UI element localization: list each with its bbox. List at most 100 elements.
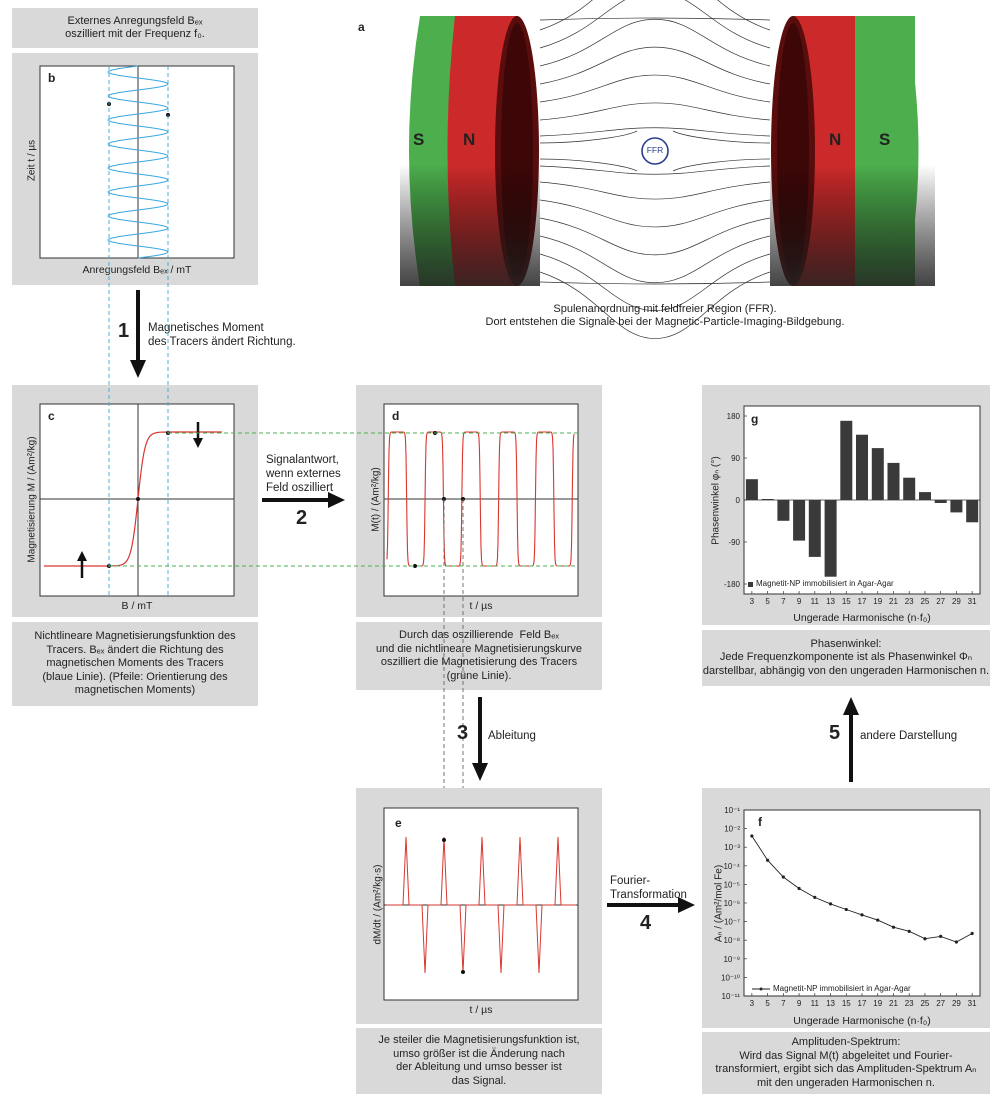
arrow-2-number: 2: [296, 507, 308, 529]
f-data-point: [939, 934, 943, 939]
pole-left-inner: N: [463, 130, 476, 149]
field-line: [539, 253, 771, 312]
field-line: [539, 0, 771, 31]
ffr-label: FFR: [646, 145, 664, 155]
g-xtick-label: 29: [952, 597, 961, 606]
pole-right-inner: N: [829, 130, 842, 149]
arrow-3-label: Ableitung: [488, 730, 536, 742]
f-data-point: [797, 886, 801, 891]
f-data-point: [781, 875, 785, 879]
f-ytick-label: 10⁻²: [724, 825, 740, 834]
g-bar: [950, 500, 963, 513]
field-line: [539, 18, 771, 67]
field-line: [672, 130, 771, 144]
field-line: [539, 165, 771, 175]
g-bar: [903, 477, 916, 500]
f-data-point: [766, 858, 770, 862]
arrow-4-label: Fourier- Transformation: [610, 875, 687, 901]
caption-excitation: Externes Anregungsfeld Bₑₓ oszilliert mi…: [12, 8, 258, 48]
g-xtick-label: 31: [968, 597, 977, 606]
g-xtick-label: 11: [811, 597, 820, 606]
g-ytick-label: -90: [728, 538, 740, 547]
f-xtick-label: 19: [873, 999, 882, 1008]
f-xtick-label: 23: [905, 999, 914, 1008]
f-xtick-label: 21: [889, 999, 898, 1008]
g-bar: [777, 500, 790, 521]
g-xtick-label: 23: [905, 597, 914, 606]
caption-a: Spulenanordnung mit feldfreier Region (F…: [485, 302, 845, 329]
panel-g-xlabel: Ungerade Harmonische (n·f₀): [793, 612, 931, 624]
f-ytick-label: 10⁻⁸: [724, 936, 741, 945]
field-line: [539, 17, 771, 21]
field-line: [539, 271, 771, 339]
panel-f-letter: f: [758, 815, 762, 829]
f-ytick-label: 10⁻⁵: [724, 880, 740, 889]
field-line: [539, 130, 638, 144]
f-ytick-label: 10⁻⁴: [723, 862, 740, 871]
g-xtick-label: 3: [750, 597, 755, 606]
caption-c: Nichtlineare Magnetisierungsfunktion des…: [12, 622, 258, 706]
caption-d: Durch das oszillierende Feld Bₑₓ und die…: [356, 622, 602, 690]
g-xtick-label: 5: [765, 597, 770, 606]
g-xtick-label: 9: [797, 597, 802, 606]
g-bar: [761, 499, 774, 500]
g-bar: [871, 448, 884, 500]
g-ytick-label: -180: [724, 580, 741, 589]
g-xtick-label: 25: [920, 597, 929, 606]
panel-a-letter: a: [358, 20, 365, 34]
panel-b-xlabel: Anregungsfeld Bₑₓ / mT: [82, 264, 192, 276]
f-ytick-label: 10⁻⁹: [723, 955, 740, 964]
f-data-point: [828, 902, 833, 906]
f-xtick-label: 13: [826, 999, 835, 1008]
g-bar: [793, 500, 806, 541]
f-xtick-label: 17: [858, 999, 867, 1008]
panel-d-xlabel: t / µs: [469, 600, 493, 612]
g-ytick-label: 90: [731, 454, 740, 463]
f-xtick-label: 29: [952, 999, 961, 1008]
field-line: [539, 281, 771, 285]
f-ytick-label: 10⁻⁶: [724, 899, 740, 908]
f-ytick-label: 10⁻³: [724, 843, 740, 852]
f-xtick-label: 5: [765, 999, 770, 1008]
g-ytick-label: 0: [736, 496, 741, 505]
pole-left-outer: S: [413, 130, 425, 149]
g-bar: [856, 434, 868, 500]
caption-f: Amplituden-Spektrum: Wird das Signal M(t…: [702, 1032, 990, 1094]
f-data-point: [954, 940, 959, 944]
arrow-4-number: 4: [640, 912, 652, 934]
field-line: [539, 127, 771, 137]
arrow-5-label: andere Darstellung: [860, 730, 958, 742]
f-xtick-label: 7: [781, 999, 786, 1008]
f-data-point: [860, 913, 864, 917]
field-line: [539, 217, 771, 256]
panel-f-xlabel: Ungerade Harmonische (n·f₀): [793, 1015, 931, 1027]
f-data-point: [750, 834, 754, 838]
arrow-3-number: 3: [457, 722, 469, 744]
field-line: [539, 74, 771, 103]
field-line: [539, 0, 771, 49]
f-ytick-label: 10⁻¹: [724, 806, 740, 815]
g-bar: [887, 462, 900, 500]
arrow-1-number: 1: [118, 320, 130, 342]
f-xtick-label: 25: [920, 999, 929, 1008]
f-xtick-label: 9: [797, 999, 802, 1008]
g-bar: [919, 492, 931, 500]
panel-c-xlabel: B / mT: [121, 600, 153, 612]
field-line: [539, 181, 771, 200]
f-xtick-label: 27: [936, 999, 945, 1008]
f-data-point: [813, 895, 817, 900]
f-data-point: [844, 907, 848, 912]
g-xtick-label: 27: [936, 597, 945, 606]
panel-g-ylabel: Phasenwinkel φₙ (°): [710, 456, 722, 545]
panel-g-legend: Magnetit-NP immobilisiert in Agar-Agar: [756, 579, 894, 588]
panel-d-letter: d: [392, 409, 400, 423]
